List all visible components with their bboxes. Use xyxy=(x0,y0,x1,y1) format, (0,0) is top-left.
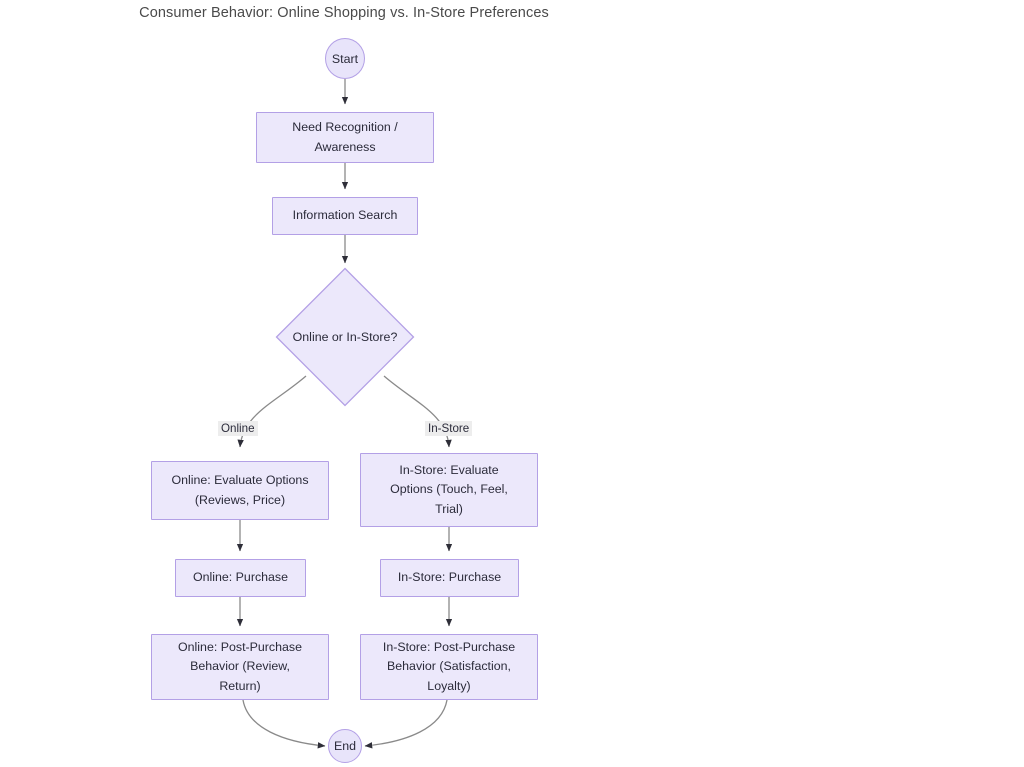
node-start-label: Start xyxy=(331,51,359,66)
node-online-post-line2: Behavior (Review, xyxy=(190,659,290,674)
node-need-recognition-line1: Need Recognition / xyxy=(292,120,398,135)
edge-instore-post-to-end xyxy=(364,699,448,749)
edge-label-online: Online xyxy=(218,421,258,436)
node-start[interactable]: Start xyxy=(325,38,365,79)
node-need-recognition-line2: Awareness xyxy=(314,139,376,154)
node-end[interactable]: End xyxy=(328,729,362,763)
edge-label-instore-text: In-Store xyxy=(428,422,470,435)
diamond-shape xyxy=(275,267,415,407)
node-instore-evaluate-options[interactable]: In-Store: Evaluate Options (Touch, Feel,… xyxy=(360,453,538,527)
node-online-purchase-label: Online: Purchase xyxy=(192,570,289,585)
node-online-post-line3: Return) xyxy=(219,678,261,693)
node-online-purchase[interactable]: Online: Purchase xyxy=(175,559,306,597)
edge-label-instore: In-Store xyxy=(425,421,473,436)
node-instore-post-line3: Loyalty) xyxy=(427,678,471,693)
node-instore-purchase-label: In-Store: Purchase xyxy=(397,570,502,585)
edge-label-online-text: Online xyxy=(221,422,255,435)
node-decision[interactable]: Online or In-Store? xyxy=(275,267,415,407)
node-information-search[interactable]: Information Search xyxy=(272,197,418,235)
node-instore-post-purchase[interactable]: In-Store: Post-Purchase Behavior (Satisf… xyxy=(360,634,538,700)
node-instore-evaluate-line2: Options (Touch, Feel, xyxy=(390,482,508,497)
node-instore-post-line2: Behavior (Satisfaction, xyxy=(387,659,511,674)
node-information-search-label: Information Search xyxy=(292,208,398,223)
node-instore-post-line1: In-Store: Post-Purchase xyxy=(382,640,516,655)
node-instore-evaluate-line1: In-Store: Evaluate xyxy=(399,463,499,478)
node-online-evaluate-line2: (Reviews, Price) xyxy=(194,492,286,507)
node-online-evaluate-line1: Online: Evaluate Options xyxy=(171,473,309,488)
node-end-label: End xyxy=(333,739,357,753)
page-title: Consumer Behavior: Online Shopping vs. I… xyxy=(139,5,549,21)
node-online-post-line1: Online: Post-Purchase xyxy=(178,640,302,655)
node-online-evaluate-options[interactable]: Online: Evaluate Options (Reviews, Price… xyxy=(151,461,329,520)
edge-online-post-to-end xyxy=(242,699,326,749)
node-need-recognition[interactable]: Need Recognition / Awareness xyxy=(256,112,434,163)
node-instore-purchase[interactable]: In-Store: Purchase xyxy=(380,559,519,597)
node-instore-evaluate-line3: Trial) xyxy=(435,501,463,516)
node-online-post-purchase[interactable]: Online: Post-Purchase Behavior (Review, … xyxy=(151,634,329,700)
